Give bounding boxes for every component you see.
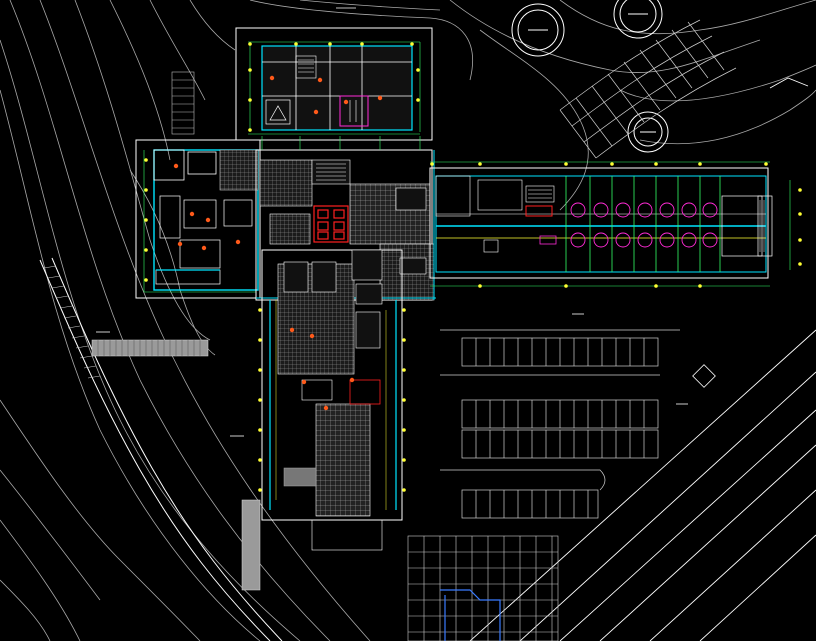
north-annex [235, 27, 433, 141]
west-wing [135, 139, 261, 299]
elevator-core [313, 205, 349, 243]
site-markers [96, 7, 809, 437]
central-hub [255, 136, 436, 301]
east-wing [429, 161, 802, 288]
west-parking-strip [91, 339, 209, 357]
south-parking-strip [241, 499, 261, 591]
circular-tanks [511, 0, 669, 153]
north-parking-strip [171, 71, 195, 135]
railway-hatch [43, 265, 101, 379]
curved-walkway [559, 19, 737, 159]
south-wing [258, 249, 406, 551]
diagonal-road [469, 329, 816, 641]
south-plaza-grid [407, 535, 559, 641]
railway-track [39, 257, 283, 641]
parking-lot [440, 329, 680, 519]
